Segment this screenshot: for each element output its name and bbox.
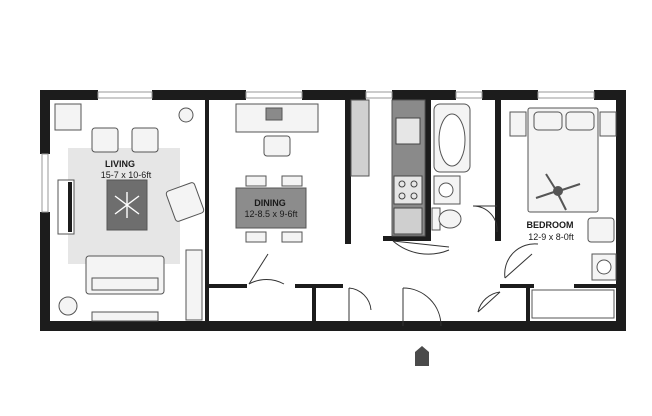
- dining-table: [235, 187, 307, 229]
- tv: [68, 182, 72, 232]
- living-dimensions: 15-7 x 10-6ft: [101, 170, 152, 180]
- fridge: [393, 207, 423, 235]
- laptop-icon: [265, 107, 283, 121]
- desk-chair: [263, 135, 291, 157]
- rug-star-icon: [114, 192, 140, 218]
- pillow-left: [533, 111, 563, 131]
- kitchen: [350, 99, 426, 237]
- dining-label: DINING: [254, 198, 286, 208]
- bookshelf: [185, 249, 203, 321]
- tall-cabinet: [350, 99, 370, 177]
- pillow-right: [565, 111, 595, 131]
- dining-chair: [281, 175, 303, 187]
- living-furniture: [54, 103, 205, 322]
- lamp: [178, 107, 194, 123]
- nightstand-right: [599, 111, 617, 137]
- interior-walls: [205, 100, 616, 321]
- bathroom: [431, 103, 471, 231]
- stove-icon: [393, 175, 423, 205]
- windows: [41, 91, 595, 213]
- entrance-arrow-icon: [415, 346, 429, 366]
- sink-icon: [395, 117, 421, 145]
- doors: [248, 205, 539, 327]
- toilet-icon: [438, 209, 462, 229]
- closet-shelf: [531, 289, 615, 319]
- dining-dimensions: 12-8.5 x 9-6ft: [244, 209, 298, 219]
- dining-chair: [245, 231, 267, 243]
- lounge-chair: [165, 182, 205, 222]
- dining-furniture: [235, 103, 319, 243]
- dining-chair: [245, 175, 267, 187]
- floor-bench: [91, 311, 159, 322]
- bedroom-label: BEDROOM: [527, 220, 574, 230]
- bedroom-chair: [587, 217, 615, 243]
- bedroom-furniture: [509, 107, 617, 319]
- ceiling-fan-icon: [535, 173, 581, 211]
- floor-plant: [58, 296, 78, 316]
- exterior-walls: [40, 90, 626, 331]
- side-table: [54, 103, 82, 131]
- vanity-sink: [438, 182, 454, 198]
- nightstand-left: [509, 111, 527, 137]
- armchair-left: [91, 127, 119, 153]
- dining-chair: [281, 231, 303, 243]
- living-label: LIVING: [105, 159, 135, 169]
- bed: [527, 107, 599, 213]
- bedroom-dimensions: 12-9 x 8-0ft: [528, 232, 574, 242]
- armchair-right: [131, 127, 159, 153]
